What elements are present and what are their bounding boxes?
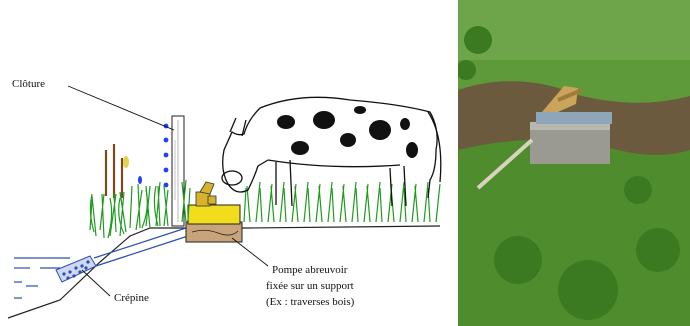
label-pump-line1: Pompe abreuvoir	[272, 264, 347, 277]
reed-tops	[123, 156, 142, 184]
reeds	[106, 144, 122, 198]
trough	[188, 205, 240, 224]
label-strainer: Crépine	[114, 292, 149, 305]
cow-spots	[277, 106, 418, 158]
pasture-pump-photo	[458, 0, 690, 326]
pump-leader-line	[232, 238, 268, 266]
strainer-leader-line	[82, 270, 110, 296]
strainer	[56, 256, 96, 282]
label-pump-line2: fixée sur un support	[266, 280, 354, 293]
fence-leader-line	[68, 86, 174, 130]
pump	[196, 182, 216, 206]
fence-wire-dots	[164, 124, 169, 188]
suction-pipe	[94, 228, 188, 266]
label-fence: Clôture	[12, 78, 45, 91]
fence-post	[172, 116, 184, 226]
pasture-pump-diagram	[0, 0, 458, 326]
label-pump-line3: (Ex : traverses bois)	[266, 296, 354, 309]
pasture-grass	[244, 182, 440, 222]
